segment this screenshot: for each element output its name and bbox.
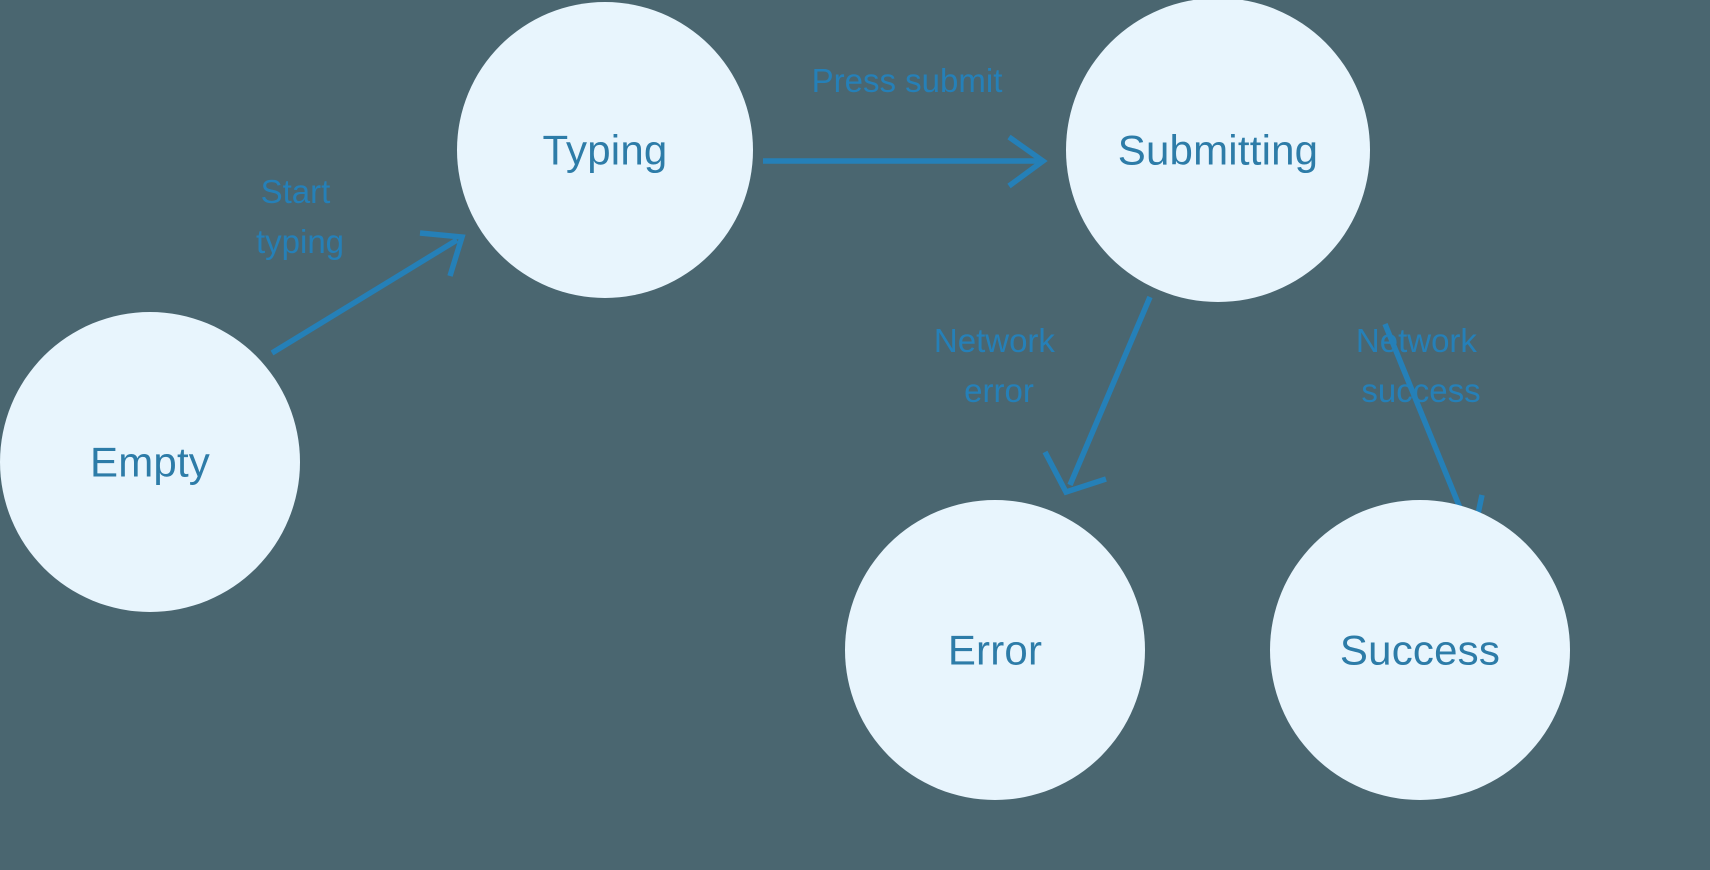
edge-network-error-line [1067,295,1153,487]
edge-press-submit [763,134,1048,189]
edge-label-network-error: Network error [934,322,1064,409]
state-circle-error[interactable] [845,500,1145,800]
state-label-submitting: Submitting [1118,127,1318,174]
edge-start-typing-line [270,237,459,356]
state-circle-empty[interactable] [0,312,300,612]
edge-start-typing [270,230,466,356]
edge-label-start-typing: Start typing [256,173,344,260]
state-label-error: Error [948,627,1042,674]
edge-network-error-arrowhead [1042,450,1107,496]
edge-network-success-line [1382,322,1472,532]
edge-label-network-success: Network success [1356,322,1486,409]
state-node-typing[interactable]: Typing [457,2,753,298]
edge-press-submit-arrowhead [1007,134,1048,189]
state-node-submitting[interactable]: Submitting [1066,0,1370,302]
edge-start-typing-arrowhead [419,230,466,277]
state-node-error[interactable]: Error [845,500,1145,800]
state-circle-typing[interactable] [457,2,753,298]
state-circle-submitting[interactable] [1066,0,1370,302]
state-label-typing: Typing [543,127,668,174]
edge-network-error [1042,295,1153,496]
state-node-success[interactable]: Success [1270,500,1570,800]
state-node-empty[interactable]: Empty [0,312,300,612]
edge-label-press-submit: Press submit [812,62,1003,99]
state-circle-success[interactable] [1270,500,1570,800]
state-label-success: Success [1340,627,1500,674]
state-label-empty: Empty [90,439,210,486]
